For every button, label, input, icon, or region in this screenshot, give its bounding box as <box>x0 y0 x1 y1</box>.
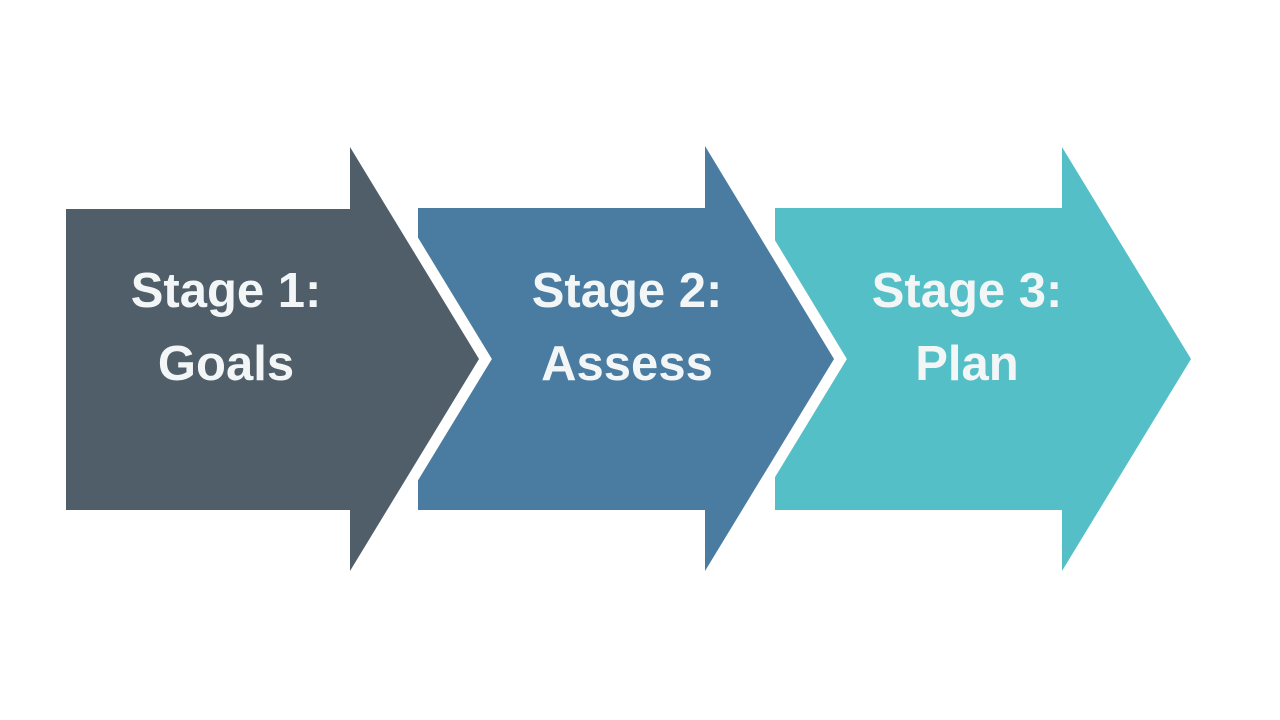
stage-1-group: Stage 1: Goals <box>55 107 492 611</box>
stage-1-label: Goals <box>158 337 294 391</box>
stage-1-title: Stage 1: <box>131 264 322 318</box>
stage-3-title: Stage 3: <box>872 264 1063 318</box>
stage-3-label: Plan <box>915 337 1018 391</box>
stage-2-group: Stage 2: Assess <box>407 106 847 611</box>
stage-1-arrow-shape <box>55 107 492 611</box>
stage-3-group: Stage 3: Plan <box>764 107 1204 611</box>
stage-2-arrow-shape <box>407 106 847 611</box>
stage-2-label: Assess <box>541 337 713 391</box>
stage-2-title: Stage 2: <box>532 264 723 318</box>
stage-3-arrow-shape <box>764 107 1204 611</box>
